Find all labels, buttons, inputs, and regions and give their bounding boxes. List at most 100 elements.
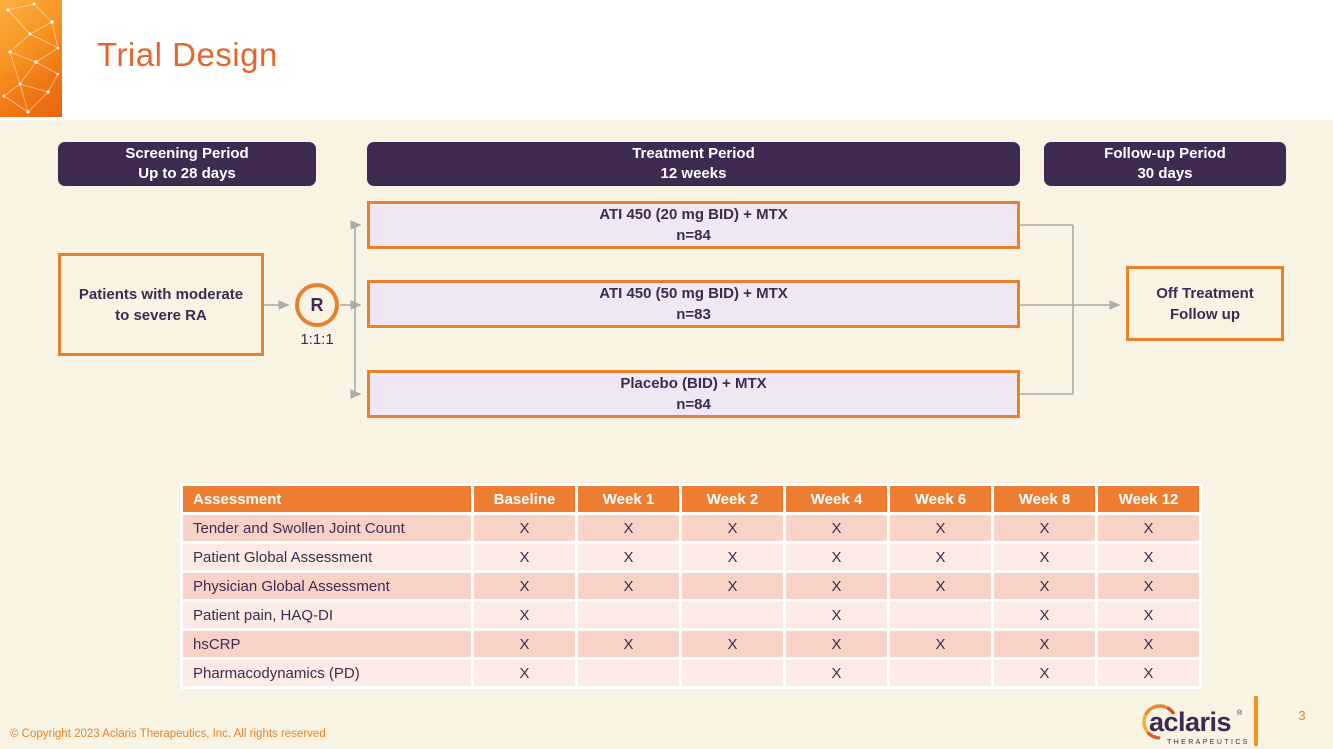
assessment-mark: X <box>786 544 887 570</box>
randomization-label: R <box>310 294 324 315</box>
logo-brand-text: aclaris <box>1149 707 1231 737</box>
off-treatment-line2: Follow up <box>1170 305 1240 323</box>
logo-trademark: ® <box>1237 709 1243 717</box>
header-band: Trial Design <box>0 0 1333 120</box>
assessment-name: Patient Global Assessment <box>183 544 471 570</box>
network-mesh-graphic <box>2 2 60 114</box>
assessment-mark: X <box>682 544 783 570</box>
assessment-mark <box>682 602 783 628</box>
followup-period-header: Follow-up Period 30 days <box>1044 142 1286 186</box>
period-subtitle: 12 weeks <box>660 165 727 182</box>
off-treatment-line1: Off Treatment <box>1156 284 1254 302</box>
randomization-circle: R <box>295 283 339 327</box>
period-subtitle: 30 days <box>1137 165 1193 182</box>
assessment-mark <box>890 660 991 686</box>
assessment-mark <box>890 602 991 628</box>
assessment-mark: X <box>890 631 991 657</box>
footer-divider <box>1254 696 1258 746</box>
arm-name: Placebo (BID) + MTX <box>620 375 767 392</box>
treatment-arm-1: ATI 450 (20 mg BID) + MTX n=84 <box>367 201 1020 249</box>
assessment-mark <box>578 602 679 628</box>
assessment-name: Tender and Swollen Joint Count <box>183 515 471 541</box>
assessment-name: Physician Global Assessment <box>183 573 471 599</box>
assessment-name: Patient pain, HAQ-DI <box>183 602 471 628</box>
assessment-mark: X <box>1098 660 1199 686</box>
assessment-mark: X <box>890 573 991 599</box>
assessment-mark: X <box>994 544 1095 570</box>
column-header: Week 6 <box>890 486 991 512</box>
assessment-mark: X <box>474 660 575 686</box>
column-header: Week 12 <box>1098 486 1199 512</box>
arm-n: n=83 <box>676 306 711 323</box>
assessment-mark: X <box>890 544 991 570</box>
assessment-mark: X <box>578 515 679 541</box>
arm-name: ATI 450 (20 mg BID) + MTX <box>599 206 788 223</box>
logo-subtitle-text: THERAPEUTICS <box>1167 739 1250 746</box>
arm-n: n=84 <box>676 227 711 244</box>
screening-period-header: Screening Period Up to 28 days <box>58 142 316 186</box>
assessment-mark: X <box>1098 602 1199 628</box>
period-subtitle: Up to 28 days <box>138 165 236 182</box>
assessment-mark: X <box>578 573 679 599</box>
assessment-mark: X <box>786 631 887 657</box>
period-title: Screening Period <box>125 145 249 162</box>
assessment-mark: X <box>1098 573 1199 599</box>
patients-box: Patients with moderate to severe RA <box>58 253 264 356</box>
assessment-mark: X <box>890 515 991 541</box>
treatment-arm-2: ATI 450 (50 mg BID) + MTX n=83 <box>367 280 1020 328</box>
assessment-mark: X <box>682 515 783 541</box>
patients-box-label: Patients with moderate to severe RA <box>78 285 244 324</box>
aclaris-logo-graphic: aclaris ® THERAPEUTICS <box>1142 704 1250 746</box>
assessment-mark: X <box>474 573 575 599</box>
assessment-mark: X <box>474 631 575 657</box>
assessment-mark: X <box>578 544 679 570</box>
assessment-mark: X <box>578 631 679 657</box>
assessment-mark: X <box>786 660 887 686</box>
assessment-mark: X <box>474 515 575 541</box>
period-title: Follow-up Period <box>1104 145 1226 162</box>
copyright-text: © Copyright 2023 Aclaris Therapeutics, I… <box>10 728 326 740</box>
assessment-mark: X <box>994 631 1095 657</box>
aclaris-logo: aclaris ® THERAPEUTICS <box>1140 694 1258 748</box>
column-header: Week 8 <box>994 486 1095 512</box>
assessment-name: Pharmacodynamics (PD) <box>183 660 471 686</box>
assessment-mark: X <box>994 660 1095 686</box>
assessment-mark: X <box>786 515 887 541</box>
assessment-mark: X <box>682 573 783 599</box>
assessment-mark: X <box>474 544 575 570</box>
column-header: Week 4 <box>786 486 887 512</box>
assessment-mark: X <box>994 602 1095 628</box>
corner-decoration-image <box>0 0 62 117</box>
assessment-mark: X <box>474 602 575 628</box>
assessment-mark <box>578 660 679 686</box>
arm-name: ATI 450 (50 mg BID) + MTX <box>599 285 788 302</box>
assessment-mark: X <box>786 573 887 599</box>
off-treatment-box: Off Treatment Follow up <box>1126 266 1284 341</box>
column-header: Baseline <box>474 486 575 512</box>
treatment-arm-3: Placebo (BID) + MTX n=84 <box>367 370 1020 418</box>
assessment-mark: X <box>1098 515 1199 541</box>
arm-n: n=84 <box>676 396 711 413</box>
column-header: Assessment <box>183 486 471 512</box>
treatment-period-header: Treatment Period 12 weeks <box>367 142 1020 186</box>
assessment-mark: X <box>994 573 1095 599</box>
assessment-mark: X <box>1098 544 1199 570</box>
column-header: Week 2 <box>682 486 783 512</box>
page-number: 3 <box>1298 708 1306 723</box>
assessment-mark <box>682 660 783 686</box>
assessment-mark: X <box>1098 631 1199 657</box>
column-header: Week 1 <box>578 486 679 512</box>
randomization-ratio: 1:1:1 <box>300 331 334 348</box>
period-title: Treatment Period <box>632 145 755 162</box>
assessment-mark: X <box>682 631 783 657</box>
assessment-mark: X <box>786 602 887 628</box>
